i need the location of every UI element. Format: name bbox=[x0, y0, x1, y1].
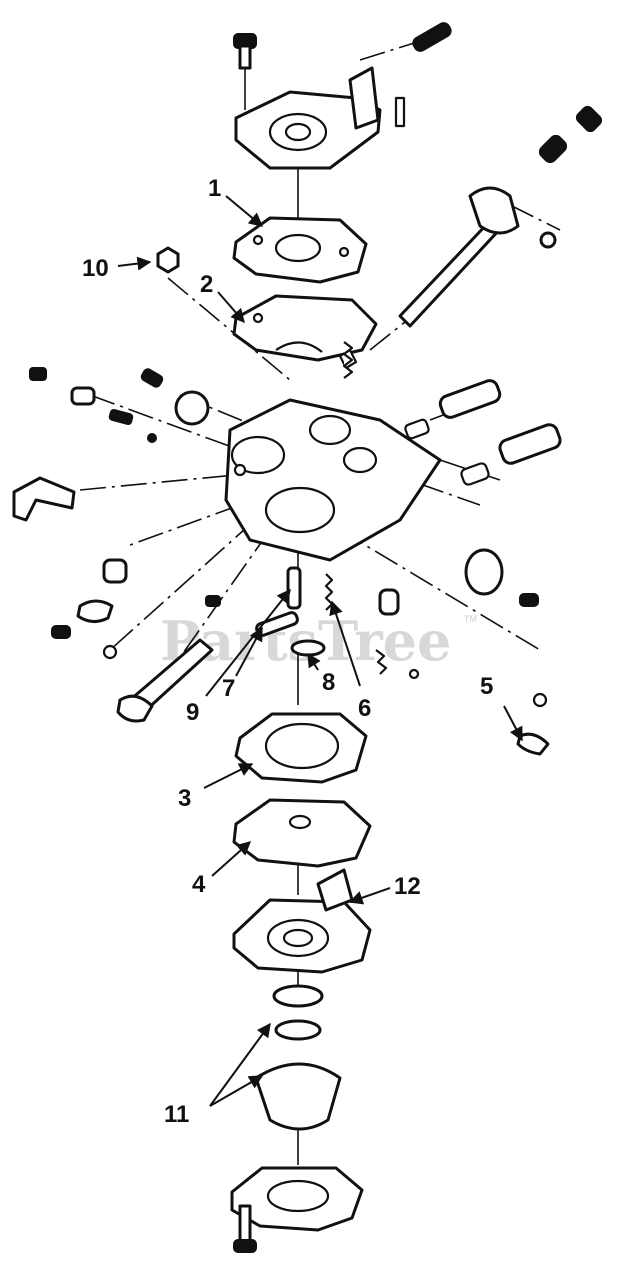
callouts: 1 2 3 4 5 6 7 8 9 10 11 12 bbox=[82, 175, 493, 1128]
diaphragm-cover-12 bbox=[232, 868, 372, 974]
callout-1: 1 bbox=[208, 175, 221, 202]
nut-10 bbox=[156, 246, 180, 274]
callout-7: 7 bbox=[222, 675, 235, 702]
callout-3: 3 bbox=[178, 785, 191, 812]
carburetor-body bbox=[224, 398, 442, 562]
left-side-parts bbox=[12, 367, 221, 723]
watermark: PartsTree TM bbox=[160, 609, 477, 673]
gasket-1 bbox=[232, 216, 368, 284]
bottom-gasket bbox=[230, 1166, 364, 1232]
callout-8: 8 bbox=[322, 669, 335, 696]
callout-10: 10 bbox=[82, 255, 109, 282]
callout-4: 4 bbox=[192, 871, 206, 898]
callout-11: 11 bbox=[164, 1101, 189, 1128]
filter-screen-11 bbox=[254, 984, 342, 1131]
callout-12: 12 bbox=[394, 873, 421, 900]
diaphragm-4 bbox=[232, 798, 372, 868]
callout-6: 6 bbox=[358, 695, 371, 722]
gasket-3 bbox=[234, 712, 368, 784]
leader-arrows bbox=[117, 195, 523, 1107]
bottom-screw bbox=[233, 1204, 257, 1253]
right-side-parts bbox=[338, 341, 562, 756]
callout-9: 9 bbox=[186, 699, 199, 726]
callout-5: 5 bbox=[480, 673, 493, 700]
callout-2: 2 bbox=[200, 271, 213, 298]
watermark-tm: TM bbox=[464, 614, 477, 624]
gasket-2 bbox=[232, 294, 378, 362]
top-cover-assembly bbox=[233, 22, 452, 170]
throttle-shaft bbox=[398, 105, 603, 328]
